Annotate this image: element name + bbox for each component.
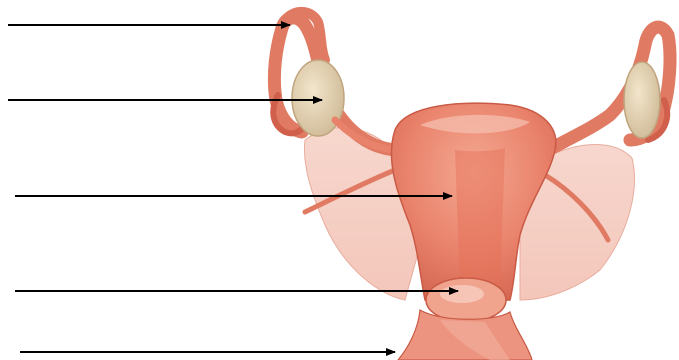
uterus-center-band — [455, 148, 505, 290]
ovary-right — [624, 62, 660, 138]
cervix-highlight — [440, 285, 484, 303]
